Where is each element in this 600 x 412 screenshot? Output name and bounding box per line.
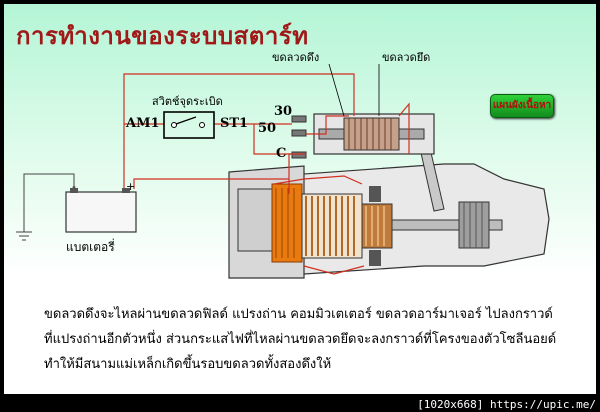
ignition-switch-box	[163, 111, 215, 139]
page-title: การทำงานของระบบสตาร์ท	[16, 22, 309, 50]
description-line-3: ทำให้มีสนามแม่เหล็กเกิดขึ้นรอบขดลวดทั้งส…	[44, 357, 332, 372]
description-line-2: ที่แปรงถ่านอีกตัวหนึ่ง ส่วนกระแสไฟที่ไหล…	[44, 332, 557, 347]
armature	[301, 193, 363, 259]
terminal-c-label: C	[276, 146, 287, 161]
description-line-1: ขดลวดดึงจะไหลผ่านขดลวดฟิลด์ แปรงถ่าน คอม…	[44, 307, 553, 322]
coil-winding	[343, 117, 400, 151]
battery-plus: +	[126, 180, 136, 193]
brush	[369, 186, 381, 202]
am1-label: AM1	[126, 116, 160, 131]
starter-motor	[228, 143, 550, 279]
wiring	[123, 73, 410, 275]
brush	[369, 250, 381, 266]
hold-coil-label: ขดลวดยึด	[382, 51, 431, 64]
field-coil	[271, 183, 303, 263]
starter-diagram	[16, 63, 550, 279]
solenoid	[291, 113, 435, 159]
pull-coil-label: ขดลวดดึง	[272, 51, 320, 64]
description-text: ขดลวดดึงจะไหลผ่านขดลวดฟิลด์ แปรงถ่าน คอม…	[44, 302, 589, 377]
watermark: [1020x668] https://upic.me/	[417, 398, 596, 411]
content-map-button[interactable]: แผนผังเนื้อหา	[490, 94, 554, 118]
slide: การทำงานของระบบสตาร์ท	[4, 4, 596, 394]
ignition-switch-label: สวิตช์จุดระเบิด	[152, 95, 223, 108]
terminal-50-label: 50	[258, 121, 277, 136]
battery-minus: -	[72, 180, 76, 193]
st1-label: ST1	[220, 116, 249, 131]
battery-label: แบตเตอรี่	[66, 240, 115, 254]
battery-icon	[65, 191, 137, 233]
terminal-30-label: 30	[274, 104, 293, 119]
